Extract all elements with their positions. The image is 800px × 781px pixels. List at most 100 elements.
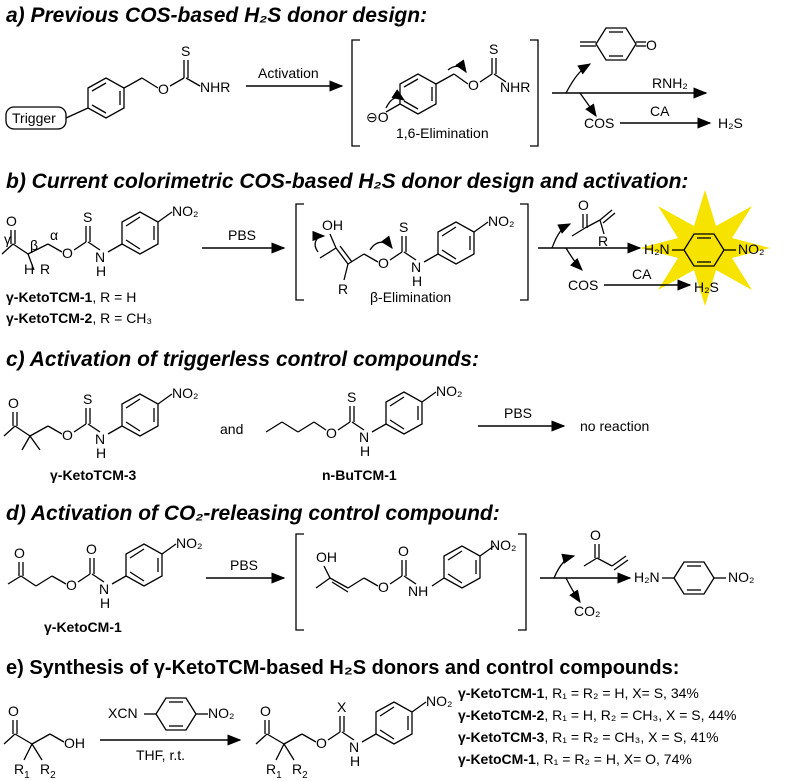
atom-oh-e: OH	[64, 735, 85, 751]
quinone-methide-ring	[595, 27, 637, 61]
atom-h-e: H	[350, 753, 360, 769]
compound-ketotcm1-label: γ-KetoTCM-1, R = H	[6, 289, 136, 305]
atom-o-quinone: O	[646, 37, 657, 53]
atom-o2: O	[468, 77, 479, 93]
benzene-ring	[87, 77, 125, 119]
result-3-detail: , R₁ = R₂ = CH₃, X = S, 41%	[544, 729, 718, 745]
panel-e-results: γ-KetoTCM-1, R₁ = R₂ = H, X= S, 34% γ-Ke…	[458, 685, 736, 767]
atom-o-e2: O	[260, 703, 271, 719]
atom-o-enone: O	[578, 197, 589, 213]
reagent-xcn-label: XCN	[108, 705, 138, 721]
atom-o-d4: O	[378, 579, 389, 595]
panel-b-intermediate: OH R O S N H NO₂ β-Elimination	[295, 203, 529, 305]
elimination-label-a: 1,6-Elimination	[396, 125, 489, 141]
atom-o-d3: O	[86, 541, 97, 557]
greek-gamma-label: γ	[4, 231, 11, 247]
atom-r-enone: R	[598, 233, 608, 249]
section-a-title: a) Previous COS-based H₂S donor design:	[6, 4, 427, 27]
atom-o: O	[158, 81, 169, 97]
atom-r1-e2: R1	[266, 761, 282, 781]
result-2-name: γ-KetoTCM-2	[458, 707, 545, 723]
compound-ketocm1-label: γ-KetoCM-1	[44, 619, 122, 635]
result-4-name: γ-KetoCM-1	[458, 751, 536, 767]
atom-h: H	[24, 261, 34, 277]
no2-label-b2: NO₂	[488, 213, 514, 229]
nitrophenyl-ring-c1	[121, 393, 159, 437]
atom-o-e1: O	[8, 703, 19, 719]
atom-oh-enol: OH	[322, 217, 343, 233]
section-b-title: b) Current colorimetric COS-based H₂S do…	[6, 170, 688, 193]
bracket-right	[530, 39, 539, 147]
ca-label-a: CA	[650, 103, 670, 119]
h2s-label-a: H₂S	[718, 115, 743, 131]
ca-label-b: CA	[632, 266, 652, 282]
result-4-detail: , R₁ = R₂ = H, X= O, 74%	[536, 751, 692, 767]
atom-nhr2: NHR	[500, 79, 530, 95]
nitrophenyl-ring-d1	[125, 543, 163, 587]
nitroaniline-ring-d	[673, 561, 715, 595]
atom-o-c3: O	[326, 425, 337, 441]
result-row-2: γ-KetoTCM-2, R₁ = H, R₂ = CH₃, X = S, 44…	[458, 707, 736, 723]
atom-o-e3: O	[316, 735, 327, 751]
no-reaction-label: no reaction	[580, 418, 649, 434]
atom-s: S	[181, 43, 190, 59]
panel-b-products: O R H₂N NO₂ COS CA H₂S	[538, 190, 770, 306]
pbs-label-d: PBS	[230, 557, 258, 573]
greek-beta-label: β	[30, 237, 38, 253]
panel-d-products: O CO₂ H₂N NO₂	[540, 527, 754, 619]
nitrophenyl-ring-e	[375, 701, 413, 745]
no2-label-e: NO₂	[426, 693, 452, 709]
panel-e-reagent: XCN NO₂	[108, 697, 234, 731]
atom-n-c2: N	[359, 429, 369, 445]
atom-nhr: NHR	[200, 79, 230, 95]
atom-h-d1: H	[100, 595, 110, 611]
bracket-left	[351, 39, 360, 147]
atom-r: R	[40, 261, 50, 277]
atom-r1-e1: R1	[14, 761, 30, 781]
no2-label-b3: NO₂	[738, 241, 764, 257]
atom-o-b: O	[378, 255, 389, 271]
nitrophenyl-ring-c2	[385, 391, 423, 435]
reagent-ring	[155, 697, 197, 731]
panel-d-reactant: O O O N H NO₂ γ-KetoCM-1	[7, 535, 202, 635]
section-e-title: e) Synthesis of γ-KetoTCM-based H₂S dono…	[6, 657, 679, 679]
rnh2-label: RNH₂	[652, 75, 688, 91]
h2n-label-d: H₂N	[634, 569, 660, 585]
atom-n-b2: N	[411, 259, 421, 275]
bracket-right-d	[518, 533, 527, 631]
section-c-title: c) Activation of triggerless control com…	[6, 348, 479, 371]
atom-nh-d: NH	[408, 583, 428, 599]
panel-c-ketotcm3: O O S N H NO₂ γ-KetoTCM-3	[3, 385, 198, 483]
elimination-label-b: β-Elimination	[370, 289, 451, 305]
h2n-label-b: H₂N	[644, 241, 670, 257]
bracket-left-d	[295, 533, 304, 631]
result-1-name: γ-KetoTCM-1	[458, 685, 545, 701]
atom-h-b: H	[96, 263, 106, 279]
panel-a-reactant: Trigger O S NHR	[5, 43, 230, 130]
atom-n-d1: N	[99, 581, 109, 597]
nitrophenyl-ring-b2	[437, 221, 475, 265]
no2-label-d2: NO₂	[490, 537, 516, 553]
and-label: and	[220, 421, 243, 437]
nitrophenyl-ring-b	[121, 211, 159, 255]
result-row-3: γ-KetoTCM-3, R₁ = R₂ = CH₃, X = S, 41%	[458, 729, 719, 745]
compound-ketotcm2-label: γ-KetoTCM-2, R = CH₃	[6, 310, 152, 326]
panel-a-intermediate: ⊖O O S NHR 1,6-Elimination	[351, 39, 539, 147]
bracket-left-b	[295, 203, 304, 301]
atom-oh-d: OH	[316, 549, 337, 565]
atom-r2-e2: R2	[292, 761, 308, 781]
result-row-1: γ-KetoTCM-1, R₁ = R₂ = H, X= S, 34%	[458, 685, 699, 701]
yellow-star-highlight	[640, 190, 770, 306]
panel-d-intermediate: OH O O NH NO₂	[295, 533, 527, 631]
atom-s-b: S	[83, 209, 92, 225]
atom-h-b2: H	[412, 273, 422, 289]
atom-o-ester: O	[62, 245, 73, 261]
no2-label-c1: NO₂	[172, 385, 198, 401]
pbs-label-c: PBS	[504, 405, 532, 421]
result-row-4: γ-KetoCM-1, R₁ = R₂ = H, X= O, 74%	[458, 751, 692, 767]
trigger-label: Trigger	[12, 110, 56, 126]
no2-label-b1: NO₂	[172, 203, 198, 219]
compound-ketotcm1-name: γ-KetoTCM-1	[6, 289, 93, 305]
no2-label-c2: NO₂	[436, 383, 462, 399]
bracket-right-b	[520, 203, 529, 301]
